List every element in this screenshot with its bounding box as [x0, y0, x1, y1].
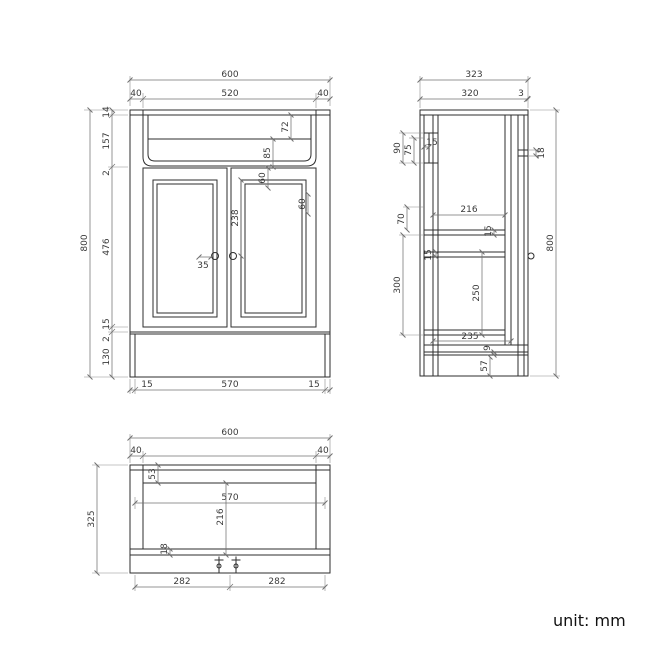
dim-label: 325: [87, 510, 97, 527]
dim-label: 40: [317, 89, 329, 99]
side-door-knob: [527, 252, 535, 260]
dim-label: 282: [173, 577, 190, 587]
dim-label: 3: [518, 89, 524, 99]
dim-label: 57: [480, 360, 490, 371]
dim-label: 60: [258, 172, 268, 184]
dim-label: 15: [141, 380, 152, 390]
dim-label: 40: [317, 446, 329, 456]
side-view: 323 320 3 800 18 90 75 15: [393, 70, 560, 379]
hinge-symbol-left: [214, 556, 224, 574]
dim-label: 85: [263, 147, 273, 158]
dim-label: 570: [221, 380, 238, 390]
dim-label: 18: [160, 543, 170, 555]
dim-label: 130: [102, 348, 112, 365]
dim-label: 15: [308, 380, 319, 390]
dim-label: 282: [268, 577, 285, 587]
dim-label: 60: [298, 198, 308, 210]
dim-label: 18: [537, 147, 547, 159]
plan-view-geometry: [129, 464, 331, 574]
dim-label: 520: [221, 89, 238, 99]
dim-label: 600: [221, 70, 238, 80]
dim-label: 216: [460, 205, 477, 215]
dim-label: 570: [221, 493, 238, 503]
dim-label: 800: [80, 234, 90, 251]
dim-label: 216: [216, 508, 226, 525]
dim-label: 600: [221, 428, 238, 438]
dim-label: 320: [461, 89, 478, 99]
dim-label: 157: [102, 132, 112, 149]
door-knob-right: [229, 252, 237, 260]
dim-label: 15: [426, 138, 437, 148]
dim-label: 323: [465, 70, 482, 80]
front-view: 600 40 520 40 800 14 157: [80, 70, 333, 394]
dim-label: 476: [102, 238, 112, 255]
front-view-dimensions: 600 40 520 40 800 14 157: [80, 70, 333, 394]
dim-label: 800: [546, 234, 556, 251]
dim-label: 300: [393, 276, 403, 293]
dim-label: 40: [130, 89, 142, 99]
door-left: [142, 167, 228, 328]
dim-label: 2: [102, 170, 112, 176]
dim-label: 235: [461, 332, 478, 342]
side-outline: [419, 109, 529, 377]
dim-label: 70: [397, 213, 407, 225]
dim-label: 15: [424, 249, 434, 260]
basin-outline: [142, 114, 317, 167]
front-view-geometry: [129, 109, 331, 378]
unit-label: unit: mm: [553, 611, 626, 630]
dim-label: 75: [404, 144, 414, 155]
plan-outline: [129, 464, 331, 574]
dim-label: 14: [102, 106, 112, 118]
dim-label: 15: [102, 318, 112, 329]
hinge-symbol-right: [231, 556, 241, 574]
dim-label: 90: [393, 142, 403, 154]
plan-view-dimensions: 600 40 40 325 53 570 216 18: [87, 428, 333, 591]
basin-inner-rim: [147, 114, 312, 162]
door-right: [230, 167, 317, 328]
dim-label: 35: [197, 261, 208, 271]
cabinet-outline: [129, 109, 331, 378]
dim-label: 2: [102, 336, 112, 342]
dim-label: 40: [130, 446, 142, 456]
dim-label: 15: [484, 225, 494, 236]
dim-label: 238: [231, 209, 241, 226]
dim-label: 53: [148, 468, 158, 479]
dim-label: 250: [472, 284, 482, 301]
dim-label: 9: [483, 345, 493, 351]
side-view-dimensions: 323 320 3 800 18 90 75 15: [393, 70, 560, 379]
dim-label: 72: [281, 121, 291, 132]
plan-view: 600 40 40 325 53 570 216 18: [87, 428, 333, 591]
